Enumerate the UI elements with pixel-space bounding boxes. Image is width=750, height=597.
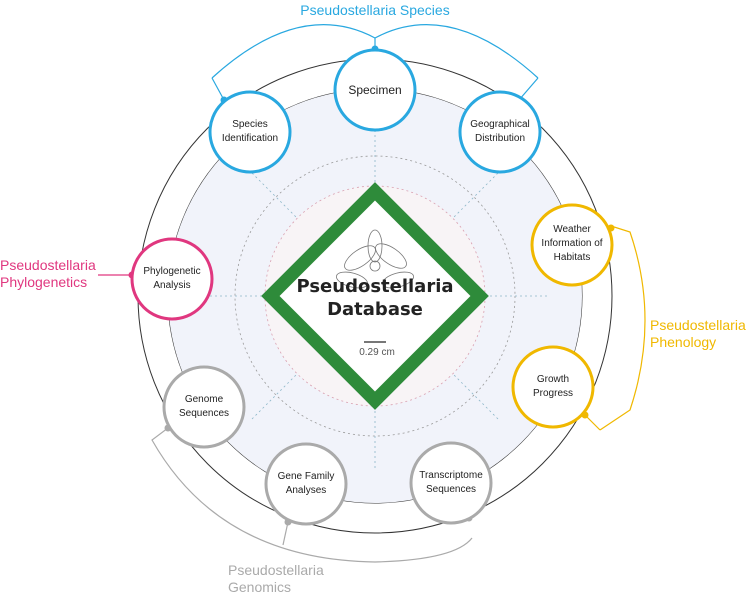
- node-geographical-distribution[interactable]: Geographical Distribution: [458, 90, 542, 174]
- center-title-line2: Database: [327, 299, 423, 320]
- group-label-phylogenetics-1: Pseudostellaria: [0, 257, 96, 273]
- gene-family-label-1: Gene Family: [278, 471, 335, 482]
- group-label-phylogenetics-2: Phylogenetics: [0, 274, 87, 290]
- genome-label-1: Genome: [185, 394, 224, 405]
- weather-label-1: Weather: [553, 224, 591, 235]
- geographical-distribution-label-2: Distribution: [475, 133, 525, 144]
- phylogenetics-connector: [98, 271, 136, 279]
- geographical-distribution-label-1: Geographical: [470, 119, 529, 130]
- node-specimen[interactable]: Specimen: [333, 48, 417, 132]
- transcriptome-label-2: Sequences: [426, 484, 476, 495]
- phylogenetic-label-2: Analysis: [153, 280, 190, 291]
- group-label-genomics-1: Pseudostellaria: [228, 562, 324, 578]
- group-label-genomics-2: Genomics: [228, 579, 291, 595]
- gene-family-label-2: Analyses: [286, 485, 327, 496]
- node-phylogenetic-analysis[interactable]: Phylogenetic Analysis: [130, 237, 214, 321]
- group-label-species: Pseudostellaria Species: [300, 2, 449, 18]
- center-diamond-frame: [261, 182, 489, 410]
- growth-label-2: Progress: [533, 388, 573, 399]
- center-database[interactable]: Pseudostellaria Database 0.29 cm: [261, 182, 489, 410]
- weather-label-3: Habitats: [554, 252, 591, 263]
- group-label-phenology-2: Phenology: [650, 334, 716, 350]
- node-growth-progress[interactable]: Growth Progress: [511, 345, 595, 429]
- species-identification-label-1: Species: [232, 119, 268, 130]
- weather-label-2: Information of: [541, 238, 602, 249]
- node-genome-sequences[interactable]: Genome Sequences: [162, 365, 246, 449]
- node-transcriptome-sequences[interactable]: Transcriptome Sequences: [409, 441, 493, 525]
- node-species-identification[interactable]: Species Identification: [208, 90, 292, 174]
- transcriptome-label-1: Transcriptome: [419, 470, 483, 481]
- node-gene-family-analyses[interactable]: Gene Family Analyses: [264, 442, 348, 526]
- genome-label-2: Sequences: [179, 408, 229, 419]
- growth-label-1: Growth: [537, 374, 569, 385]
- specimen-label: Specimen: [348, 83, 401, 97]
- group-label-phenology-1: Pseudostellaria: [650, 317, 746, 333]
- node-weather-information[interactable]: Weather Information of Habitats: [530, 203, 614, 287]
- scale-label: 0.29 cm: [359, 347, 395, 358]
- species-identification-label-2: Identification: [222, 133, 278, 144]
- phylogenetic-label-1: Phylogenetic: [143, 266, 200, 277]
- flower-icon: [336, 229, 414, 289]
- center-title-line1: Pseudostellaria: [296, 276, 453, 297]
